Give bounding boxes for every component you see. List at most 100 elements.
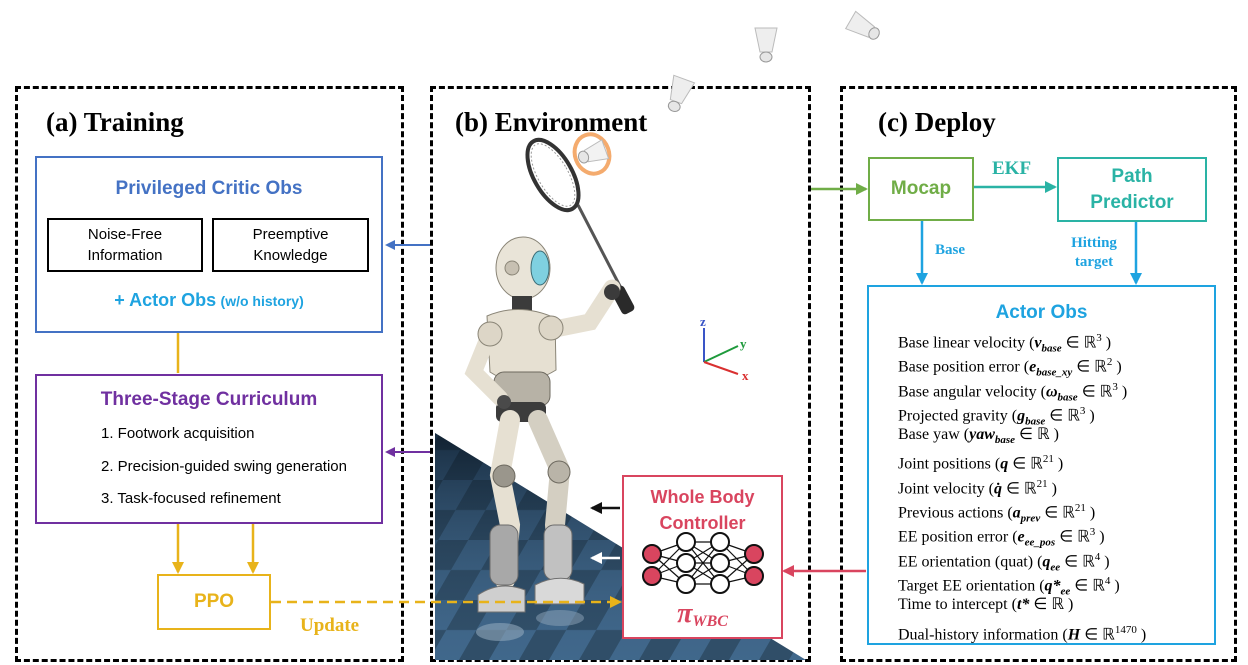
actor-obs-item-subscript: base <box>1025 415 1046 428</box>
actor-obs-item-symbol: e <box>1017 528 1025 546</box>
actor-obs-item-symbol: a <box>1012 504 1021 522</box>
actor-obs-box <box>867 285 1216 645</box>
noise-free-box: Noise-Free Information <box>47 218 203 272</box>
humanoid-robot <box>464 236 621 641</box>
privileged-critic-title: Privileged Critic Obs <box>115 178 303 199</box>
actor-obs-item-symbol: g <box>1017 407 1026 425</box>
ekf-label: EKF <box>992 158 1032 179</box>
curriculum-box <box>35 374 383 524</box>
actor-obs-addition-label: + Actor Obs <box>114 290 217 310</box>
actor-obs-item-symbol: q* <box>1044 577 1061 595</box>
actor-obs-item: EE orientation (quat) (qee ∈ ℝ4 ) <box>898 550 1110 574</box>
actor-obs-item-name: Base yaw <box>898 426 960 444</box>
hidden-node <box>710 553 730 573</box>
actor-obs-item-subscript: base <box>1041 342 1062 355</box>
actor-obs-item-subscript: base_xy <box>1036 366 1073 379</box>
policy-symbol: π <box>677 598 693 629</box>
actor-obs-item-dim: 3 <box>1096 332 1102 344</box>
hitting-target-line-1: Hitting <box>1071 235 1117 251</box>
actor-obs-item-name: Base position error <box>898 358 1020 376</box>
preemptive-box: Preemptive Knowledge <box>212 218 369 272</box>
actor-obs-item-name: Time to intercept <box>898 596 1008 614</box>
input-node <box>642 544 662 564</box>
controller-title: Whole Body Controller <box>622 484 783 536</box>
actor-obs-item-symbol: v <box>1034 334 1042 352</box>
actor-obs-item: Projected gravity (gbase ∈ ℝ3 ) <box>898 404 1095 428</box>
curriculum-title: Three-Stage Curriculum <box>100 389 318 410</box>
actor-obs-item: Base yaw (yawbase ∈ ℝ ) <box>898 426 1059 447</box>
noise-free-line-2: Information <box>87 247 163 264</box>
output-node <box>744 544 764 564</box>
actor-obs-item-symbol: q <box>1000 455 1009 473</box>
actor-obs-item-space: ℝ <box>1083 334 1097 352</box>
actor-obs-list: Base linear velocity (vbase ∈ ℝ3 )Base p… <box>898 326 1147 643</box>
actor-obs-item: EE position error (eee_pos ∈ ℝ3 ) <box>898 526 1105 549</box>
actor-obs-item-dim: 1470 <box>1114 623 1137 636</box>
actor-obs-item-symbol: yaw <box>969 426 995 444</box>
actor-obs-item-space: ℝ <box>1099 382 1113 400</box>
actor-obs-item-symbol: t* <box>1016 596 1030 614</box>
actor-obs-item-dim: 3 <box>1089 526 1096 539</box>
output-node <box>744 566 764 586</box>
environment-title: (b) Environment <box>455 107 648 137</box>
actor-obs-item-space: ℝ <box>1092 577 1105 595</box>
actor-obs-item-name: Projected gravity <box>898 407 1008 425</box>
training-title: (a) Training <box>46 107 184 137</box>
actor-obs-item-space: ℝ <box>1062 504 1075 522</box>
hidden-node <box>676 574 696 594</box>
hidden-node <box>710 574 730 594</box>
neural-network-icon <box>642 532 764 594</box>
actor-obs-item-space: ℝ <box>1067 407 1080 425</box>
actor-obs-item: Base position error (ebase_xy ∈ ℝ2 ) <box>898 356 1122 379</box>
actor-obs-item-dim: 21 <box>1042 453 1054 466</box>
actor-obs-item-dim: 21 <box>1036 477 1048 490</box>
noise-free-line-1: Noise-Free <box>87 226 163 243</box>
actor-obs-title: Actor Obs <box>995 302 1088 323</box>
actor-obs-item-symbol: H <box>1067 625 1081 643</box>
input-node <box>642 566 662 586</box>
actor-obs-item: Target EE orientation (q*ee ∈ ℝ4 ) <box>898 574 1120 598</box>
coordinate-axes <box>703 328 739 375</box>
actor-obs-item: Dual-history information (H ∈ ℝ1470 ) <box>898 623 1147 643</box>
deploy-panel <box>840 86 1237 662</box>
actor-obs-item-space: ℝ <box>1030 455 1043 473</box>
hidden-node <box>676 553 696 573</box>
actor-obs-item-name: Previous actions <box>898 504 1004 522</box>
actor-obs-item-subscript: ee <box>1050 561 1061 574</box>
path-predictor-box: Path Predictor <box>1057 157 1207 222</box>
actor-obs-item: Base angular velocity (ωbase ∈ ℝ3 ) <box>898 380 1128 404</box>
actor-obs-item-subscript: base <box>1057 391 1078 404</box>
axis-z-label: z <box>700 314 706 329</box>
actor-obs-item-dim: 4 <box>1104 574 1111 587</box>
base-label: Base <box>935 242 965 258</box>
actor-obs-item-space: ℝ <box>1094 358 1107 376</box>
actor-obs-item-symbol: q <box>1042 553 1051 570</box>
actor-obs-item-space: ℝ <box>1077 528 1090 546</box>
environment-panel <box>430 86 811 662</box>
actor-obs-item-subscript: base <box>994 434 1016 447</box>
actor-obs-addition-note: (w/o history) <box>220 293 304 309</box>
actor-obs-item-subscript: ee_pos <box>1024 536 1056 549</box>
actor-obs-item-dim: 3 <box>1112 380 1118 393</box>
actor-obs-item: Joint velocity (q̇ ∈ ℝ21 ) <box>898 477 1057 498</box>
path-predictor-line-1: Path <box>1111 165 1153 187</box>
ppo-label: PPO <box>193 591 235 612</box>
preemptive-line-2: Knowledge <box>253 247 328 264</box>
update-label: Update <box>300 615 360 636</box>
shuttlecock-highlight-icon <box>572 132 612 176</box>
ppo-box: PPO <box>157 574 271 630</box>
actor-obs-item-space: ℝ <box>1082 553 1095 570</box>
actor-obs-item: Time to intercept (t* ∈ ℝ ) <box>898 596 1074 614</box>
actor-obs-item-name: Target EE orientation <box>898 577 1036 595</box>
actor-obs-item-space: ℝ <box>1102 625 1115 643</box>
actor-obs-addition: + Actor Obs (w/o history) <box>35 290 383 311</box>
actor-obs-item-dim: 3 <box>1079 404 1086 417</box>
curriculum-item-3: 3. Task-focused refinement <box>101 490 281 507</box>
actor-obs-item-name: Joint velocity <box>898 480 985 498</box>
racket-icon <box>525 137 635 315</box>
actor-obs-item-name: Base linear velocity <box>898 334 1026 352</box>
path-predictor-line-2: Predictor <box>1090 191 1174 213</box>
actor-obs-item-space: ℝ <box>1051 596 1065 614</box>
policy-subscript: WBC <box>692 613 728 631</box>
training-panel <box>15 86 404 662</box>
